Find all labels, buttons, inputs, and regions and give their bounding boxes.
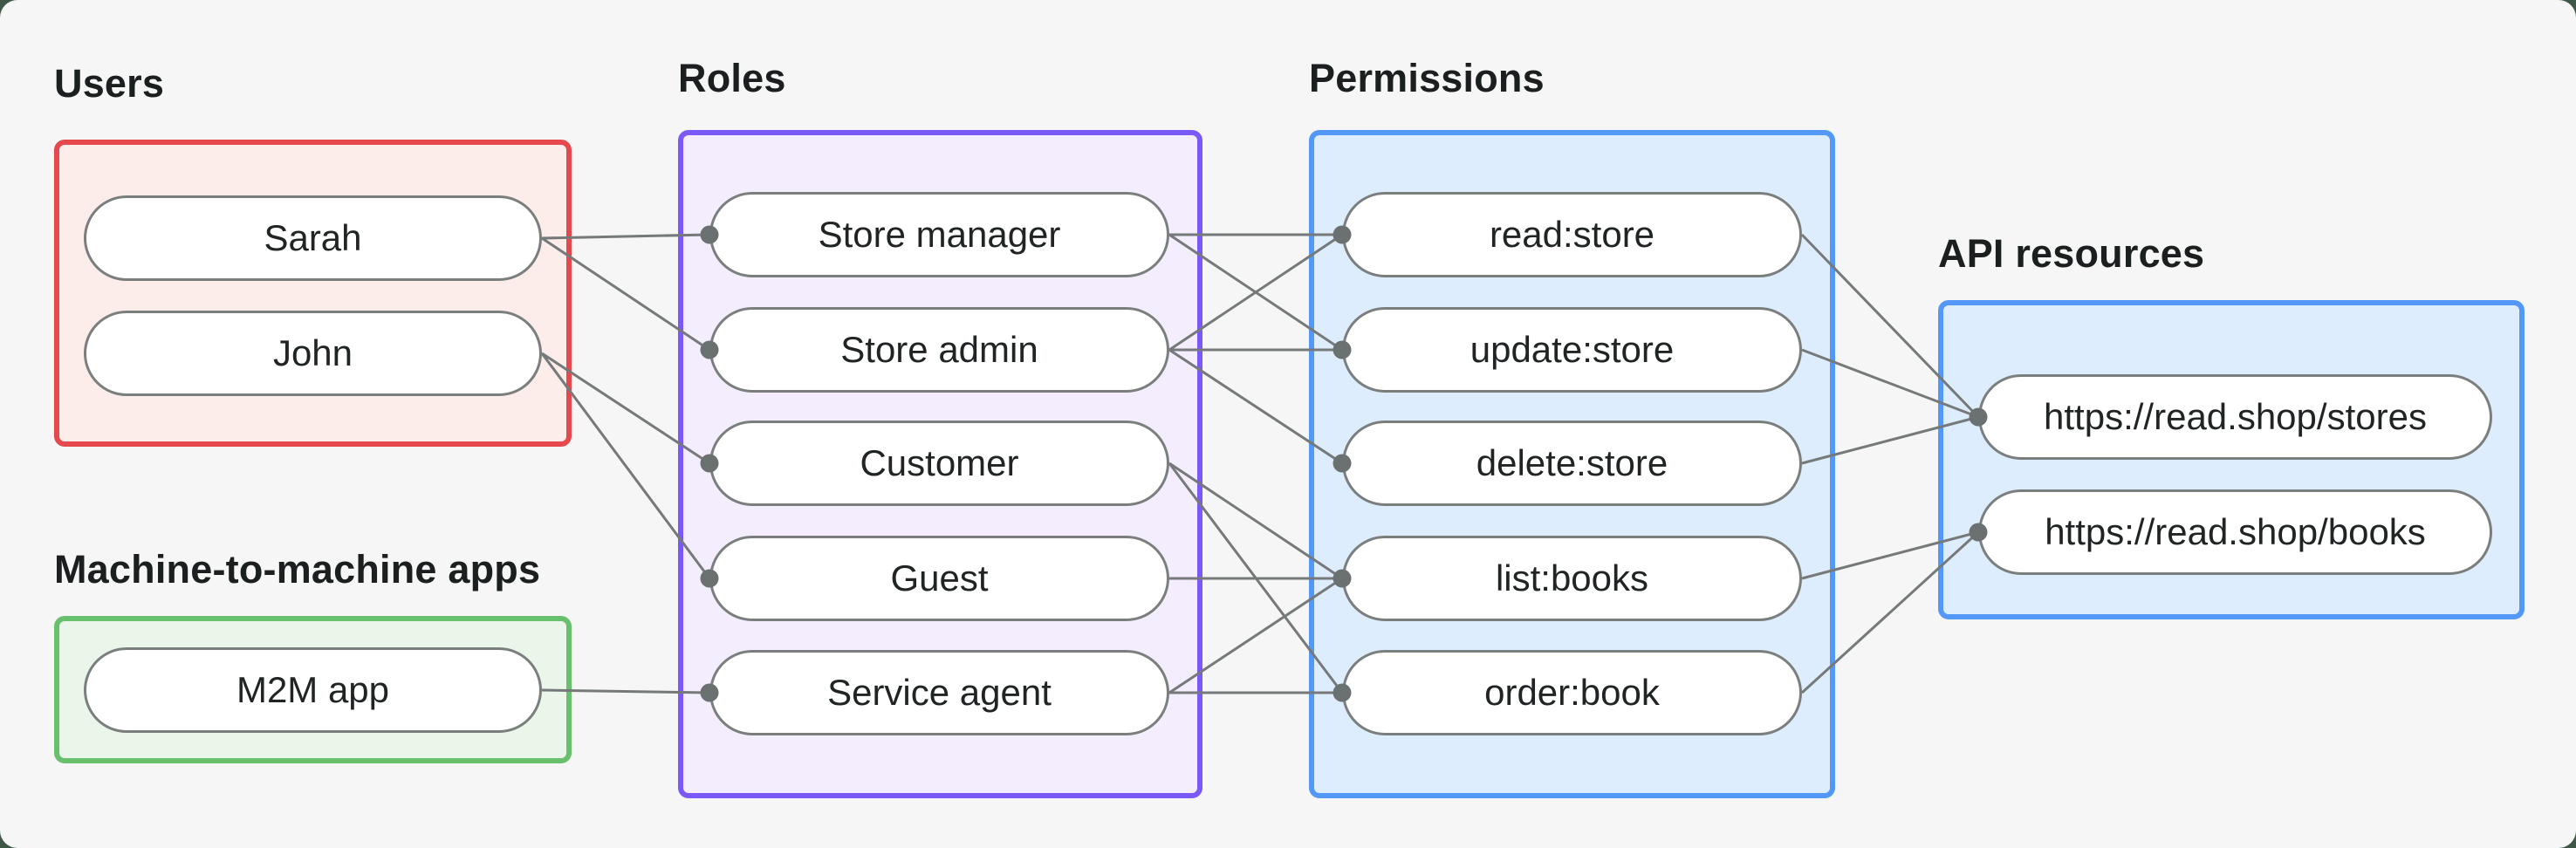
node-role-guest: Guest <box>709 536 1169 621</box>
m2m-group-label: Machine-to-machine apps <box>54 547 541 592</box>
node-user-john: John <box>84 311 542 396</box>
node-role-customer: Customer <box>709 421 1169 506</box>
users-group-label: Users <box>54 61 165 106</box>
node-role-store-manager: Store manager <box>709 192 1169 277</box>
node-permission-delete-store: delete:store <box>1342 421 1802 506</box>
node-role-store-admin: Store admin <box>709 307 1169 393</box>
node-api-resource-stores: https://read.shop/stores <box>1978 374 2492 460</box>
node-permission-list-books: list:books <box>1342 536 1802 621</box>
roles-group-label: Roles <box>678 56 786 100</box>
users-group-box <box>54 140 572 447</box>
api-group-label: API resources <box>1938 231 2205 276</box>
node-permission-read-store: read:store <box>1342 192 1802 277</box>
node-api-resource-books: https://read.shop/books <box>1978 489 2492 575</box>
node-permission-update-store: update:store <box>1342 307 1802 393</box>
node-permission-order-book: order:book <box>1342 650 1802 735</box>
node-role-service-agent: Service agent <box>709 650 1169 735</box>
node-user-sarah: Sarah <box>84 195 542 281</box>
permissions-group-label: Permissions <box>1309 56 1545 100</box>
node-m2m-app: M2M app <box>84 647 542 733</box>
